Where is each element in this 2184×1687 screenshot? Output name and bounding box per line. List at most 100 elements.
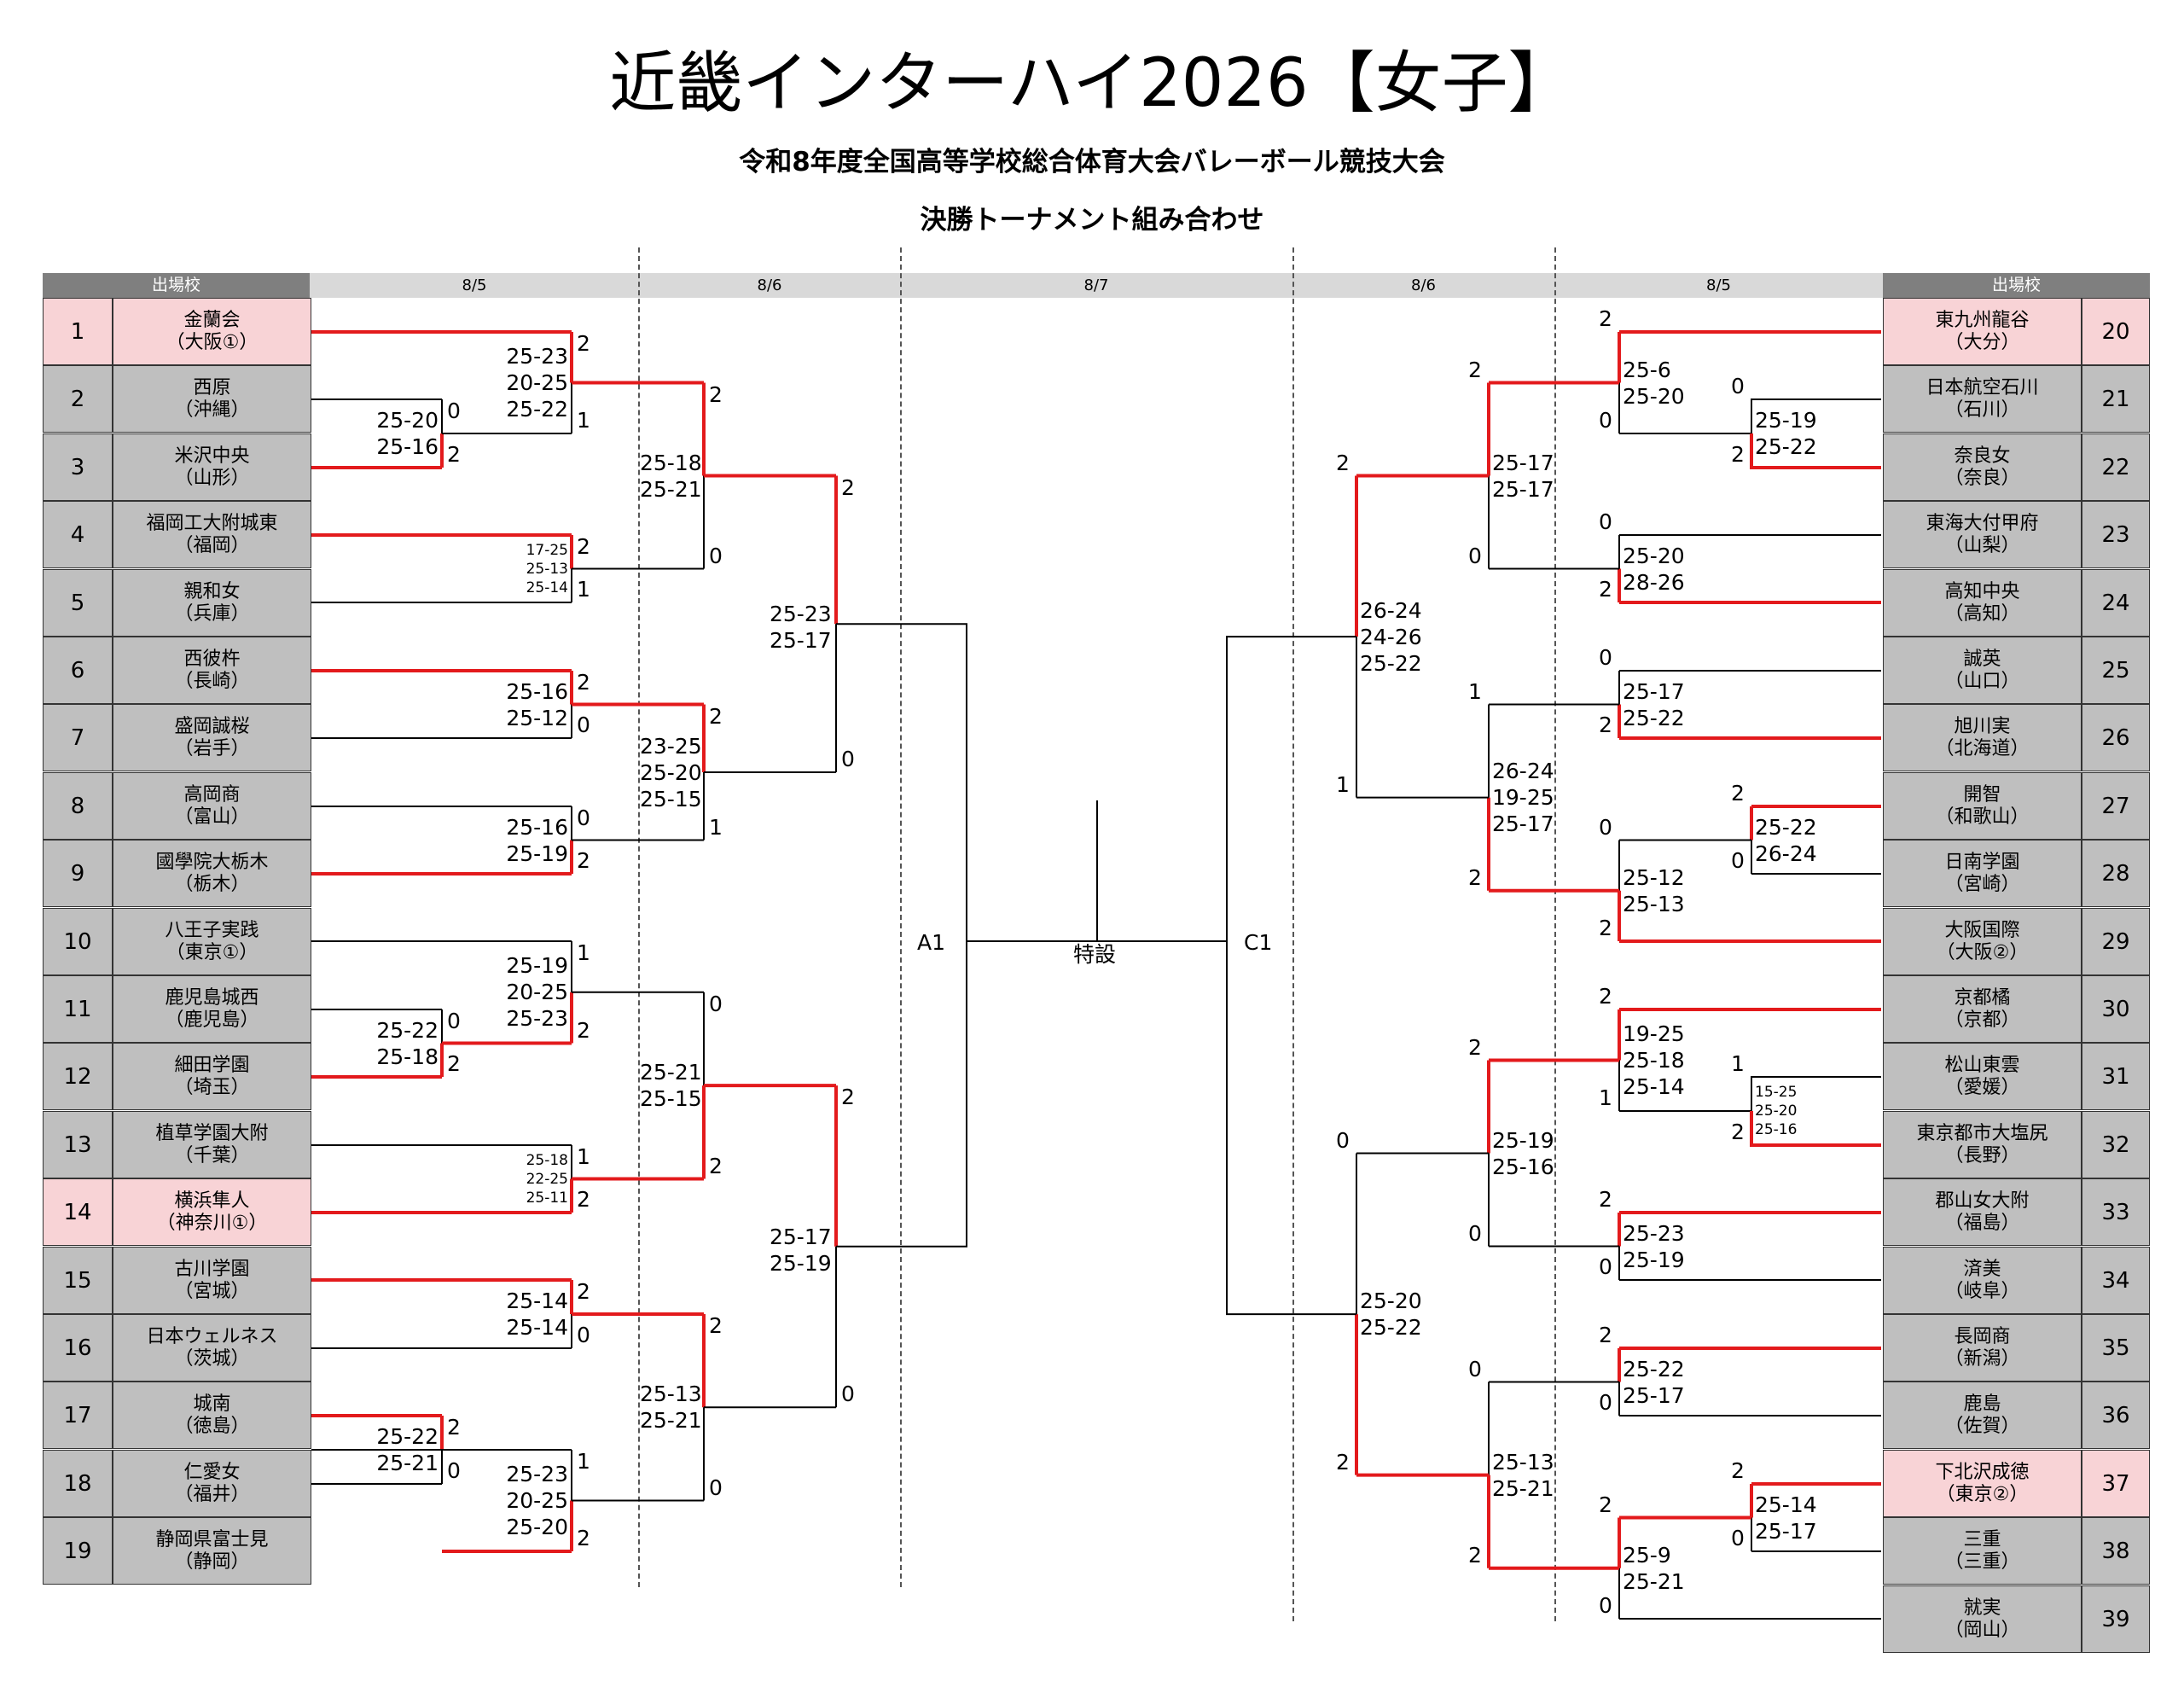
team-name: 高知中央 — [1944, 580, 2020, 602]
sets-won: 2 — [1468, 864, 1482, 890]
team-name-cell[interactable]: 大阪国際（大阪②） — [1883, 908, 2082, 975]
team-name-cell[interactable]: 高知中央（高知） — [1883, 569, 2082, 637]
team-name-cell[interactable]: 日本ウェルネス（茨城） — [113, 1314, 311, 1382]
divider-line — [900, 247, 902, 1587]
team-number: 20 — [2082, 298, 2150, 365]
team-prefecture: （山梨） — [1944, 534, 2020, 556]
sets-won: 0 — [1599, 509, 1612, 534]
sets-won: 0 — [1731, 848, 1745, 873]
team-name-cell[interactable]: 就実（岡山） — [1883, 1585, 2082, 1653]
team-name-cell[interactable]: 城南（徳島） — [113, 1382, 311, 1449]
sets-won: 1 — [1468, 678, 1482, 704]
team-name: 下北沢成徳 — [1935, 1461, 2030, 1483]
team-prefecture: （長崎） — [174, 670, 250, 692]
team-number: 1 — [43, 298, 113, 365]
team-number: 22 — [2082, 433, 2150, 501]
team-name: 福岡工大附城東 — [146, 512, 278, 534]
team-prefecture: （富山） — [174, 806, 250, 828]
score-text: 25-22 26-24 — [1755, 814, 1817, 866]
sets-won: 2 — [1599, 1323, 1612, 1347]
team-name-cell[interactable]: 下北沢成徳（東京②） — [1883, 1450, 2082, 1517]
team-name-cell[interactable]: 米沢中央（山形） — [113, 433, 311, 501]
team-name-cell[interactable]: 鹿児島城西（鹿児島） — [113, 975, 311, 1043]
team-name-cell[interactable]: 東海大付甲府（山梨） — [1883, 501, 2082, 568]
score-text: 25-14 25-17 — [1755, 1492, 1817, 1544]
team-name-cell[interactable]: 日本航空石川（石川） — [1883, 365, 2082, 433]
score-text: 25-9 25-21 — [1623, 1542, 1685, 1594]
team-name-cell[interactable]: 横浜隼人（神奈川①） — [113, 1178, 311, 1246]
sets-won: 0 — [1599, 408, 1612, 433]
team-name-cell[interactable]: 盛岡誠桜（岩手） — [113, 704, 311, 771]
score-text: 17-25 25-13 25-14 — [526, 541, 568, 596]
sets-won: 0 — [1599, 1593, 1612, 1618]
team-name-cell[interactable]: 鹿島（佐賀） — [1883, 1382, 2082, 1449]
team-name-cell[interactable]: 福岡工大附城東（福岡） — [113, 501, 311, 568]
team-name: 高岡商 — [183, 783, 241, 806]
team-prefecture: （鹿児島） — [165, 1009, 259, 1031]
score-text: 25-13 25-21 — [1492, 1449, 1554, 1501]
score-text: 25-13 25-21 — [640, 1382, 702, 1434]
team-name-cell[interactable]: 西彼杵（長崎） — [113, 637, 311, 704]
bracket-line — [1226, 636, 1356, 1316]
sets-won: 2 — [1468, 357, 1482, 382]
team-prefecture: （佐賀） — [1944, 1415, 2020, 1437]
winner-path — [1750, 433, 1881, 469]
team-number: 16 — [43, 1314, 113, 1382]
sets-won: 2 — [1599, 916, 1612, 940]
team-name-cell[interactable]: 長岡商（新潟） — [1883, 1314, 2082, 1382]
team-name-cell[interactable]: 親和女（兵庫） — [113, 569, 311, 637]
team-name-cell[interactable]: 日南学園（宮崎） — [1883, 840, 2082, 907]
sets-won: 0 — [447, 1009, 461, 1033]
team-number: 7 — [43, 704, 113, 771]
score-text: 25-20 25-22 — [1360, 1289, 1422, 1341]
score-text: 25-23 25-19 — [1623, 1220, 1685, 1272]
team-name-cell[interactable]: 國學院大栃木（栃木） — [113, 840, 311, 907]
team-prefecture: （沖縄） — [174, 398, 250, 421]
team-name-cell[interactable]: 植草学園大附（千葉） — [113, 1111, 311, 1178]
team-name-cell[interactable]: 誠英（山口） — [1883, 637, 2082, 704]
score-text: 25-20 25-16 — [376, 408, 439, 459]
team-name: 日本航空石川 — [1926, 376, 2039, 398]
sets-won: 0 — [841, 1382, 855, 1407]
page-subtitle-2: 決勝トーナメント組み合わせ — [920, 205, 1264, 236]
score-text: 25-23 25-17 — [770, 602, 832, 654]
team-number: 21 — [2082, 365, 2150, 433]
team-name: 八王子実践 — [165, 919, 259, 941]
team-name-cell[interactable]: 東九州龍谷（大分） — [1883, 298, 2082, 365]
team-name-cell[interactable]: 静岡県富士見（静岡） — [113, 1517, 311, 1585]
sets-won: 0 — [1731, 374, 1745, 398]
sets-won: 0 — [709, 543, 723, 568]
team-name-cell[interactable]: 松山東雲（愛媛） — [1883, 1043, 2082, 1110]
team-name-cell[interactable]: 奈良女（奈良） — [1883, 433, 2082, 501]
a1-label: A1 — [917, 930, 946, 955]
team-name-cell[interactable]: 細田学園（埼玉） — [113, 1043, 311, 1110]
score-text: 25-23 20-25 25-20 — [506, 1462, 568, 1539]
sets-won: 2 — [1336, 1449, 1350, 1475]
sets-won: 1 — [577, 1144, 590, 1169]
sets-won: 2 — [577, 848, 590, 873]
sets-won: 2 — [447, 1415, 461, 1440]
team-name-cell[interactable]: 三重（三重） — [1883, 1517, 2082, 1585]
sets-won: 2 — [709, 381, 723, 407]
sets-won: 0 — [1599, 814, 1612, 840]
team-name-cell[interactable]: 郡山女大附（福島） — [1883, 1178, 2082, 1246]
team-name-cell[interactable]: 済美（岐阜） — [1883, 1247, 2082, 1314]
score-text: 25-19 20-25 25-23 — [506, 953, 568, 1032]
team-name-cell[interactable]: 開智（和歌山） — [1883, 772, 2082, 840]
page-title: 近畿インターハイ2026【女子】 — [609, 45, 1575, 122]
team-name-cell[interactable]: 東京都市大塩尻（長野） — [1883, 1111, 2082, 1178]
team-name-cell[interactable]: 古川学園（宮城） — [113, 1247, 311, 1314]
team-name-cell[interactable]: 仁愛女（福井） — [113, 1450, 311, 1517]
team-name-cell[interactable]: 八王子実践（東京①） — [113, 908, 311, 975]
team-name: 松山東雲 — [1944, 1054, 2020, 1076]
team-name-cell[interactable]: 金蘭会（大阪①） — [113, 298, 311, 365]
team-name-cell[interactable]: 高岡商（富山） — [113, 772, 311, 840]
team-name: 長岡商 — [1954, 1325, 2011, 1347]
sets-won: 0 — [577, 1323, 590, 1347]
sets-won: 2 — [709, 703, 723, 729]
sets-won: 2 — [1731, 1458, 1745, 1483]
team-name-cell[interactable]: 西原（沖縄） — [113, 365, 311, 433]
team-name-cell[interactable]: 旭川実（北海道） — [1883, 704, 2082, 771]
team-name-cell[interactable]: 京都橘（京都） — [1883, 975, 2082, 1043]
